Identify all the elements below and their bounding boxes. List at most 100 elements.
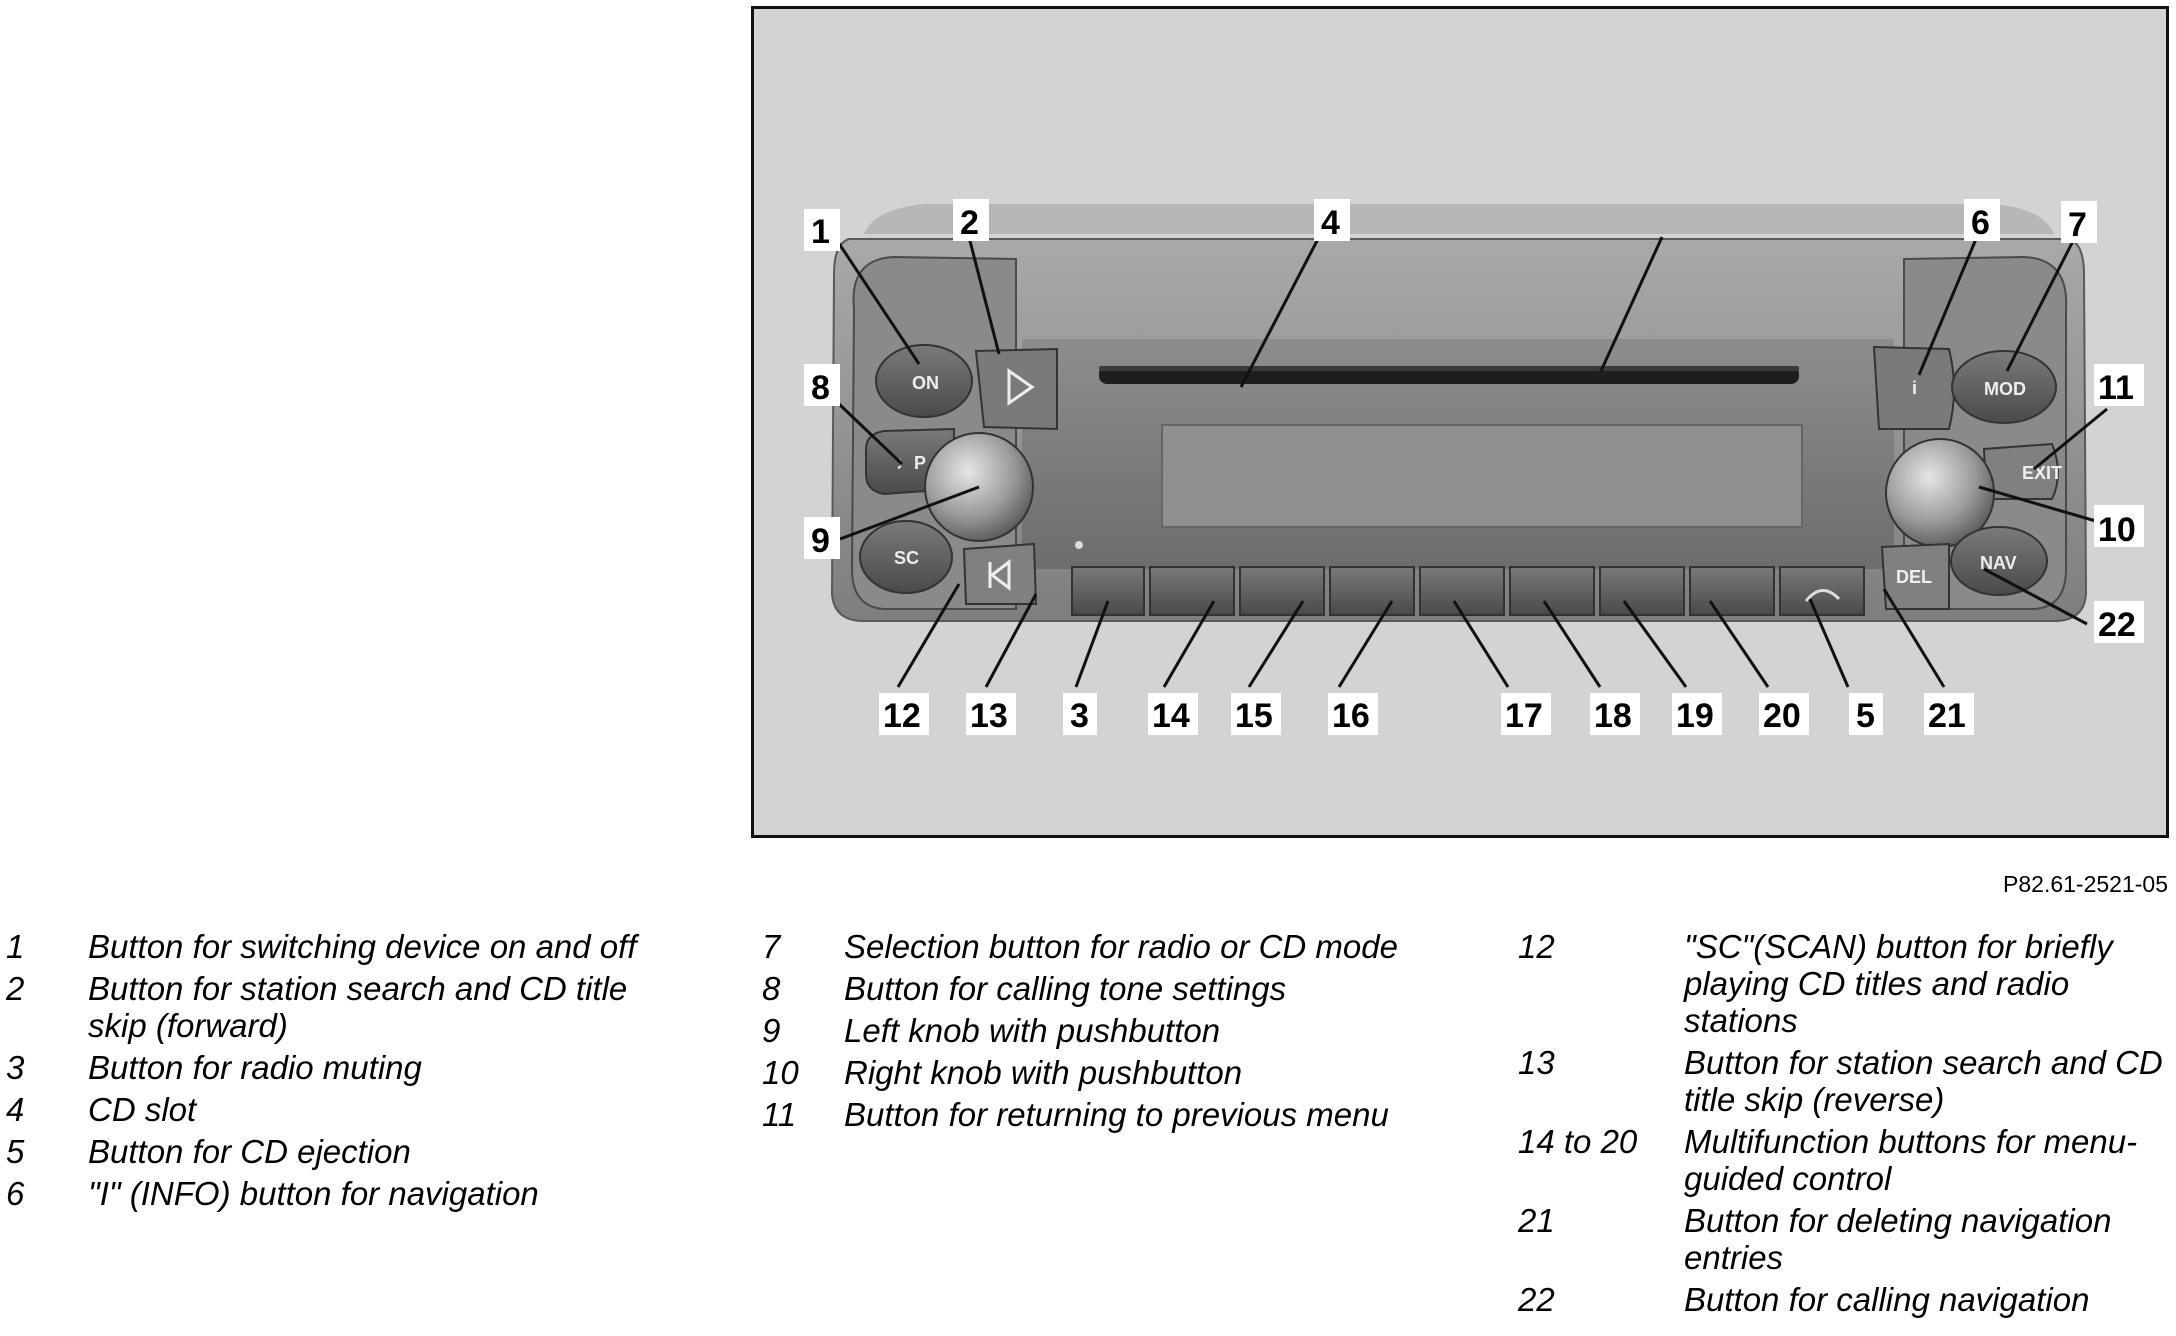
legend-text: Right knob with pushbutton <box>844 1054 1243 1091</box>
callout-16: 16 <box>1332 697 1370 735</box>
svg-text:♩P: ♩P <box>896 453 926 473</box>
callout-11: 11 <box>2098 369 2134 407</box>
legend-text: Multifunction buttons for menu-guided co… <box>1684 1123 2138 1197</box>
callout-6: 6 <box>1971 204 1990 242</box>
callout-18: 18 <box>1594 697 1632 735</box>
legend-number: 14 to 20 <box>1518 1123 1638 1160</box>
legend-item: 1 Button for switching device on and off <box>6 928 648 965</box>
forward-button <box>974 347 1058 431</box>
callout-10: 10 <box>2098 511 2136 549</box>
legend-column-3: 12 "SC"(SCAN) button for briefly playing … <box>1518 928 2174 1323</box>
multifunction-button-17 <box>1419 566 1505 616</box>
leader-lines <box>836 236 2108 688</box>
callout-13: 13 <box>970 697 1008 735</box>
legend-item: 2 Button for station search and CD title … <box>6 970 648 1044</box>
radio-illustration: ON ♩P SC i MOD EXIT <box>804 199 2144 735</box>
multifunction-button-20 <box>1689 566 1775 616</box>
display-window <box>1161 424 1803 528</box>
legend-text: Button for station search and CD title s… <box>1684 1044 2163 1118</box>
legend-item: 9 Left knob with pushbutton <box>762 1012 1424 1049</box>
nav-label: NAV <box>1980 553 2017 573</box>
callout-15: 15 <box>1235 697 1273 735</box>
multifunction-button-15 <box>1239 566 1325 616</box>
mod-label: MOD <box>1984 379 2026 399</box>
legend-text: CD slot <box>88 1091 197 1128</box>
callout-1: 1 <box>811 213 830 251</box>
legend-item: 12 "SC"(SCAN) button for briefly playing … <box>1518 928 2174 1039</box>
multifunction-button-16 <box>1329 566 1415 616</box>
figure-code: P82.61-2521-05 <box>2003 871 2168 897</box>
callout-7: 7 <box>2068 206 2087 244</box>
reverse-button <box>962 542 1038 605</box>
legend-number: 13 <box>1518 1044 1555 1081</box>
callout-4: 4 <box>1321 204 1340 242</box>
legend-text: Button for calling tone settings <box>844 970 1287 1007</box>
callout-21: 21 <box>1928 697 1966 735</box>
legend-item: 8 Button for calling tone settings <box>762 970 1424 1007</box>
callout-5: 5 <box>1856 697 1875 735</box>
legend-number: 7 <box>762 928 781 965</box>
legend-item: 4 CD slot <box>6 1091 648 1128</box>
callouts: 1 2 4 6 7 8 9 11 10 22 12 13 3 <box>804 199 2144 735</box>
legend-text: Button for CD ejection <box>88 1133 411 1170</box>
legend-number: 1 <box>6 928 25 965</box>
multifunction-button-18 <box>1509 566 1595 616</box>
del-label: DEL <box>1896 567 1932 587</box>
legend-text: Button for switching device on and off <box>88 928 637 965</box>
sc-label: SC <box>894 548 919 568</box>
info-label: i <box>1912 378 1917 398</box>
callout-8: 8 <box>811 369 830 407</box>
legend-number: 12 <box>1518 928 1555 965</box>
callout-2: 2 <box>960 204 979 242</box>
legend-text: Button for radio muting <box>88 1049 422 1086</box>
legend-text: "SC"(SCAN) button for briefly playing CD… <box>1684 928 2113 1039</box>
callout-19: 19 <box>1676 697 1714 735</box>
mod-button <box>1951 350 2057 424</box>
multifunction-button-19 <box>1599 566 1685 616</box>
legend-text: Button for calling navigation <box>1684 1281 2090 1318</box>
legend-text: "I" (INFO) button for navigation <box>88 1175 539 1212</box>
legend-text: Left knob with pushbutton <box>844 1012 1221 1049</box>
del-button <box>1880 542 1950 610</box>
legend-item: 10 Right knob with pushbutton <box>762 1054 1424 1091</box>
mute-button <box>1071 566 1145 616</box>
on-label: ON <box>912 373 939 393</box>
legend-number: 5 <box>6 1133 25 1170</box>
legend-item: 7 Selection button for radio or CD mode <box>762 928 1424 965</box>
legend-number: 22 <box>1518 1281 1555 1318</box>
legend-number: 9 <box>762 1012 781 1049</box>
callout-22: 22 <box>2098 606 2136 644</box>
callout-9: 9 <box>811 522 830 560</box>
legend-number: 3 <box>6 1049 25 1086</box>
callout-17: 17 <box>1505 697 1543 735</box>
multifunction-button-14 <box>1149 566 1235 616</box>
legend-number: 4 <box>6 1091 25 1128</box>
exit-label: EXIT <box>2022 463 2062 483</box>
legend-item: 5 Button for CD ejection <box>6 1133 648 1170</box>
sc-button <box>859 520 953 594</box>
legend-item: 22 Button for calling navigation <box>1518 1281 2174 1318</box>
legend-number: 8 <box>762 970 781 1007</box>
callout-14: 14 <box>1152 697 1190 735</box>
exit-button <box>1982 442 2059 500</box>
legend-item: 14 to 20 Multifunction buttons for menu-g… <box>1518 1123 2174 1197</box>
callout-12: 12 <box>883 697 921 735</box>
legend-item: 11 Button for returning to previous menu <box>762 1096 1424 1133</box>
callout-20: 20 <box>1763 697 1801 735</box>
legend-text: Button for returning to previous menu <box>844 1096 1389 1133</box>
legend-number: 11 <box>762 1096 797 1133</box>
on-button <box>875 344 973 418</box>
legend-item: 13 Button for station search and CD title… <box>1518 1044 2174 1118</box>
nav-button <box>1950 526 2048 596</box>
legend-number: 6 <box>6 1175 25 1212</box>
callout-3: 3 <box>1070 697 1089 735</box>
legend-number: 2 <box>6 970 25 1007</box>
legend-text: Button for deleting navigation entries <box>1684 1202 2112 1276</box>
legend-item: 6 "I" (INFO) button for navigation <box>6 1175 648 1212</box>
device-figure: ON ♩P SC i MOD EXIT <box>751 6 2169 838</box>
legend-text: Button for station search and CD title s… <box>88 970 628 1044</box>
legend-number: 10 <box>762 1054 799 1091</box>
legend-text: Selection button for radio or CD mode <box>844 928 1398 965</box>
